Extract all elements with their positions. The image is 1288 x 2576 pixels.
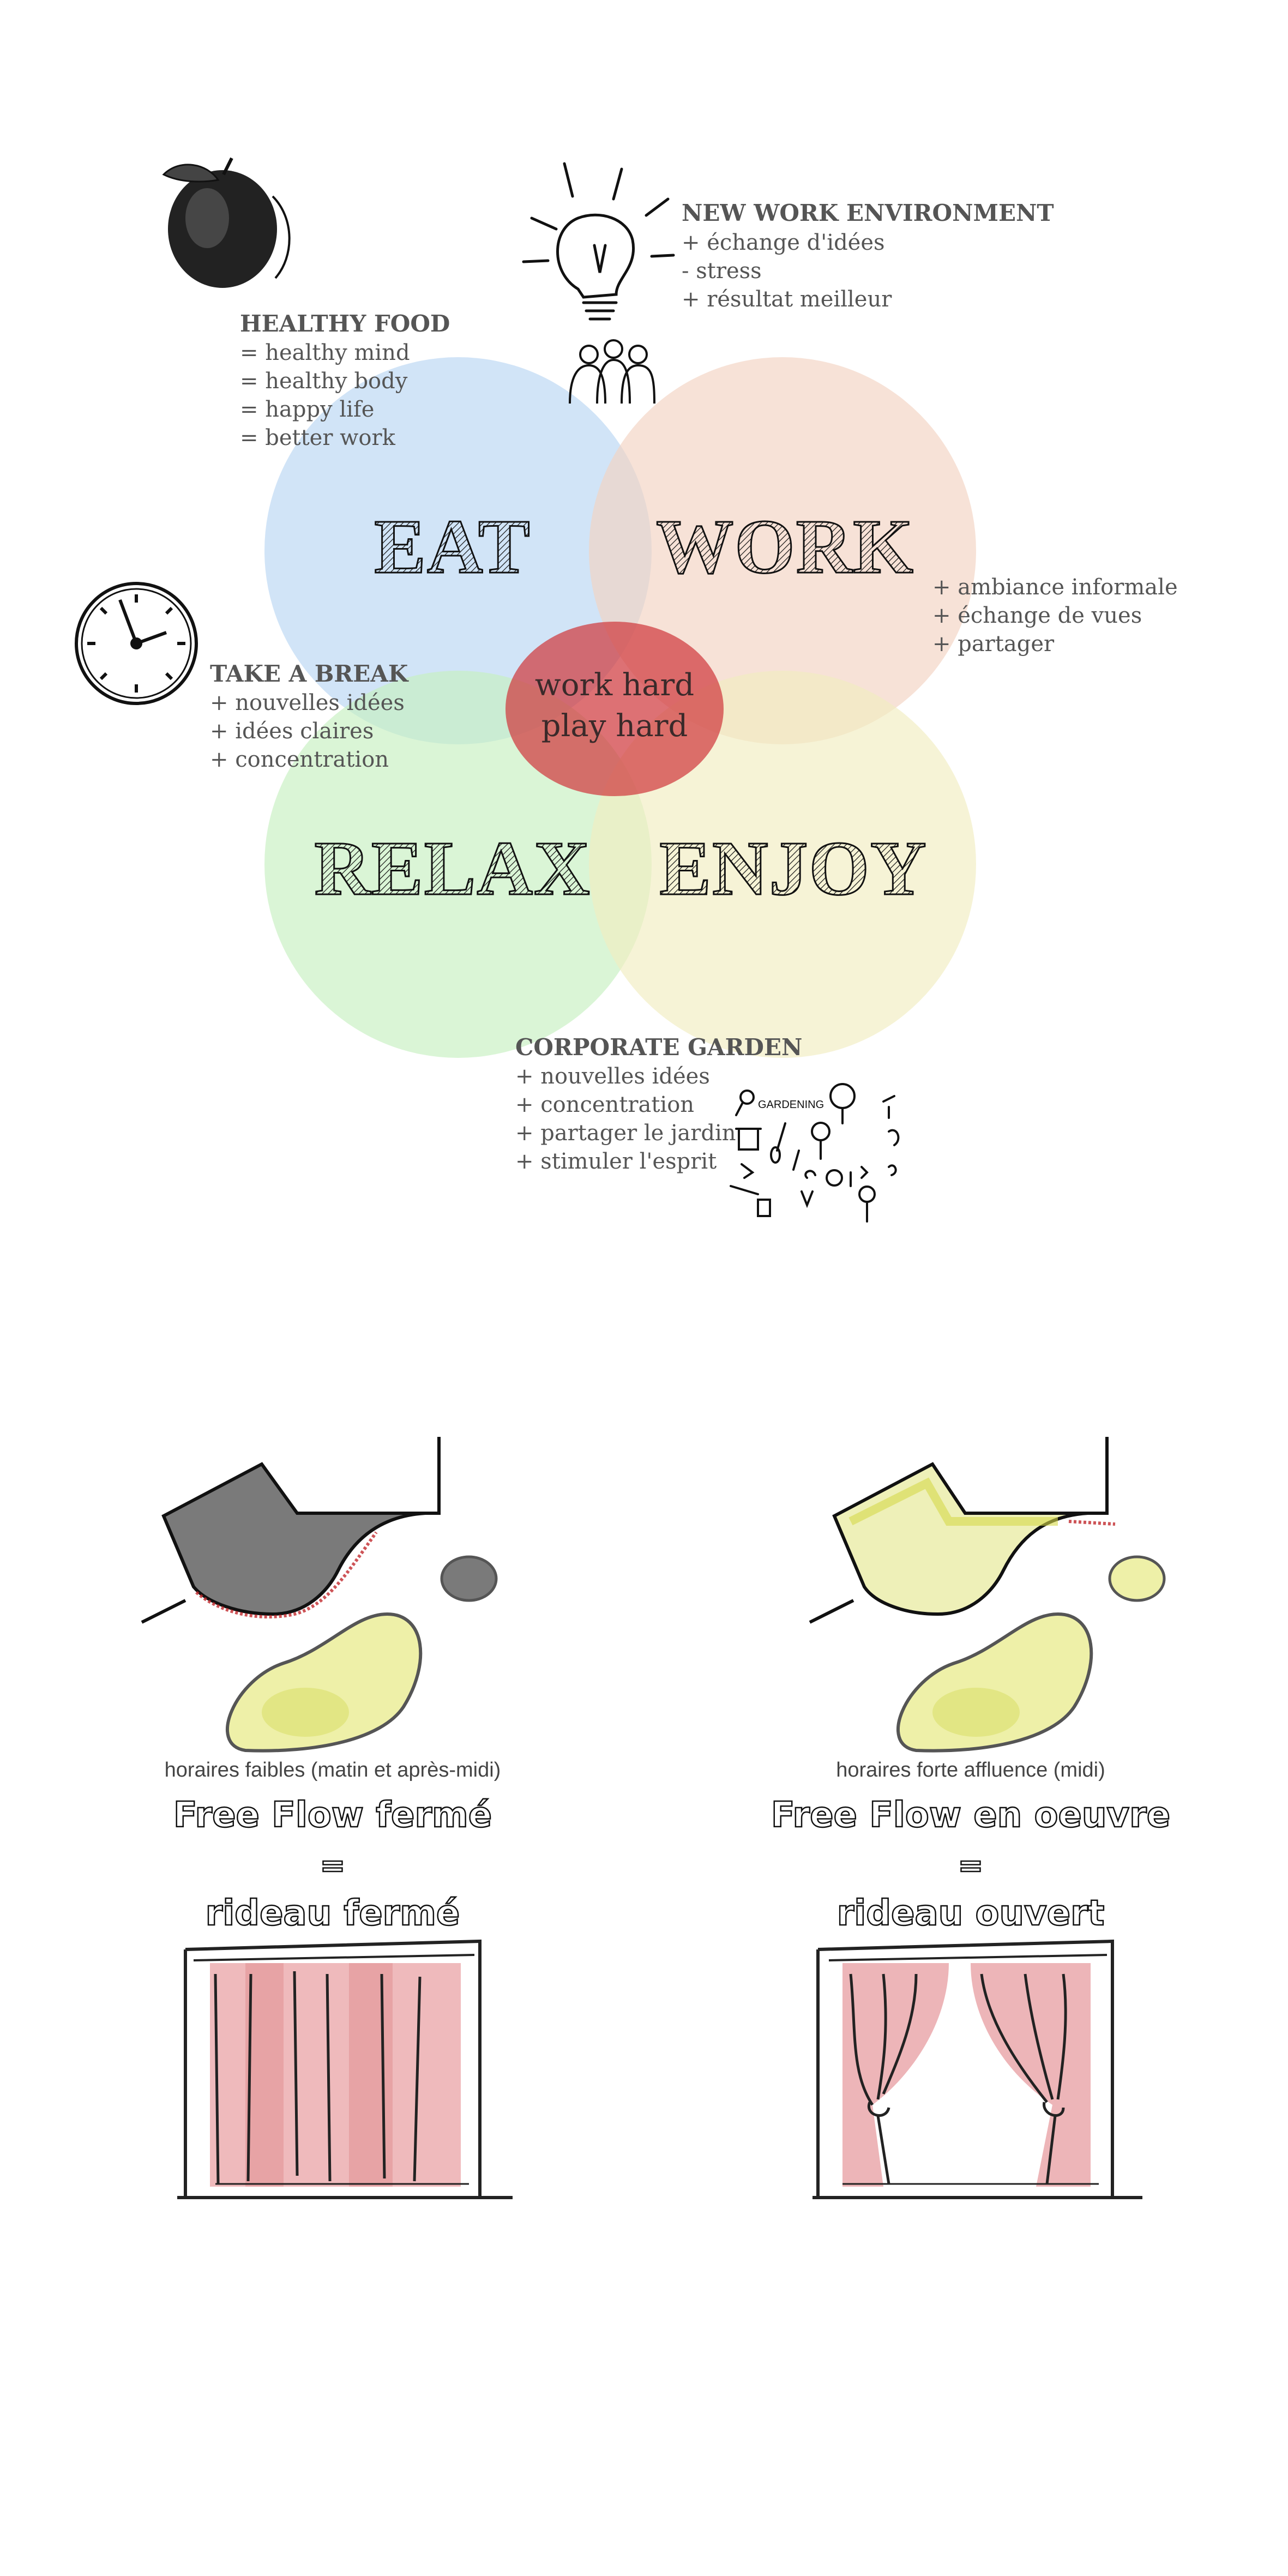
healthy-food-item-3: = happy life: [240, 397, 374, 422]
new-work-title: NEW WORK ENVIRONMENT: [682, 200, 1054, 226]
right-floor-plan: [809, 1437, 1166, 1753]
right-equals: =: [958, 1848, 984, 1883]
healthy-food-item-4: = better work: [240, 425, 396, 450]
healthy-food-title: HEALTHY FOOD: [240, 310, 450, 337]
work-side-item-2: + échange de vues: [932, 603, 1142, 628]
left-caption: horaires faibles (matin et après-midi): [165, 1759, 501, 1781]
garden-item-2: + concentration: [515, 1092, 694, 1117]
left-title: Free Flow fermé: [173, 1795, 492, 1835]
take-break-item-3: + concentration: [210, 747, 389, 772]
right-panel: horaires forte affluence (midi) Free Flo…: [771, 1437, 1171, 2199]
left-floor-plan: [141, 1437, 498, 1753]
new-work-block: NEW WORK ENVIRONMENT + échange d'idées -…: [682, 200, 1054, 312]
take-break-block: TAKE A BREAK + nouvelles idées + idées c…: [210, 660, 409, 772]
clock-icon: [75, 582, 198, 705]
left-subtitle: rideau fermé: [206, 1893, 460, 1934]
venn-center-ellipse: [505, 622, 724, 796]
new-work-item-3: + résultat meilleur: [682, 287, 892, 312]
work-side-item-3: + partager: [932, 631, 1055, 657]
take-break-title: TAKE A BREAK: [210, 660, 409, 687]
healthy-food-block: HEALTHY FOOD = healthy mind = healthy bo…: [240, 310, 450, 450]
right-subtitle: rideau ouvert: [837, 1893, 1105, 1934]
label-eat: EAT: [374, 503, 531, 589]
work-side-block: + ambiance informale + échange de vues +…: [932, 575, 1178, 657]
left-equals: =: [320, 1848, 346, 1883]
right-caption: horaires forte affluence (midi): [836, 1759, 1105, 1781]
healthy-food-item-1: = healthy mind: [240, 340, 410, 365]
left-panel: horaires faibles (matin et après-midi) F…: [141, 1437, 513, 2199]
take-break-item-1: + nouvelles idées: [210, 690, 405, 715]
right-title: Free Flow en oeuvre: [771, 1795, 1170, 1835]
center-line-2: play hard: [541, 708, 688, 744]
lightbulb-icon: [522, 162, 675, 321]
take-break-item-2: + idées claires: [210, 719, 374, 744]
venn-diagram: EAT WORK RELAX ENJOY work hard play hard: [264, 357, 976, 1058]
garden-item-4: + stimuler l'esprit: [515, 1149, 717, 1174]
garden-item-3: + partager le jardin: [515, 1121, 736, 1146]
work-side-item-1: + ambiance informale: [932, 575, 1178, 600]
gardening-label: GARDENING: [758, 1099, 824, 1111]
label-enjoy: ENJOY: [659, 825, 927, 911]
garden-title: CORPORATE GARDEN: [515, 1034, 802, 1061]
healthy-food-item-2: = healthy body: [240, 369, 408, 394]
closed-curtain-icon: [177, 1939, 513, 2199]
garden-item-1: + nouvelles idées: [515, 1064, 710, 1089]
gardening-icon: GARDENING: [730, 1083, 900, 1223]
label-work: WORK: [656, 503, 914, 589]
label-relax: RELAX: [314, 825, 591, 911]
apple-icon: [162, 157, 291, 288]
new-work-item-1: + échange d'idées: [682, 230, 885, 255]
garden-block: CORPORATE GARDEN + nouvelles idées + con…: [515, 1034, 802, 1174]
open-curtain-icon: [812, 1939, 1142, 2199]
center-line-1: work hard: [535, 667, 694, 703]
new-work-item-2: - stress: [682, 258, 762, 284]
people-icon: [569, 339, 655, 404]
